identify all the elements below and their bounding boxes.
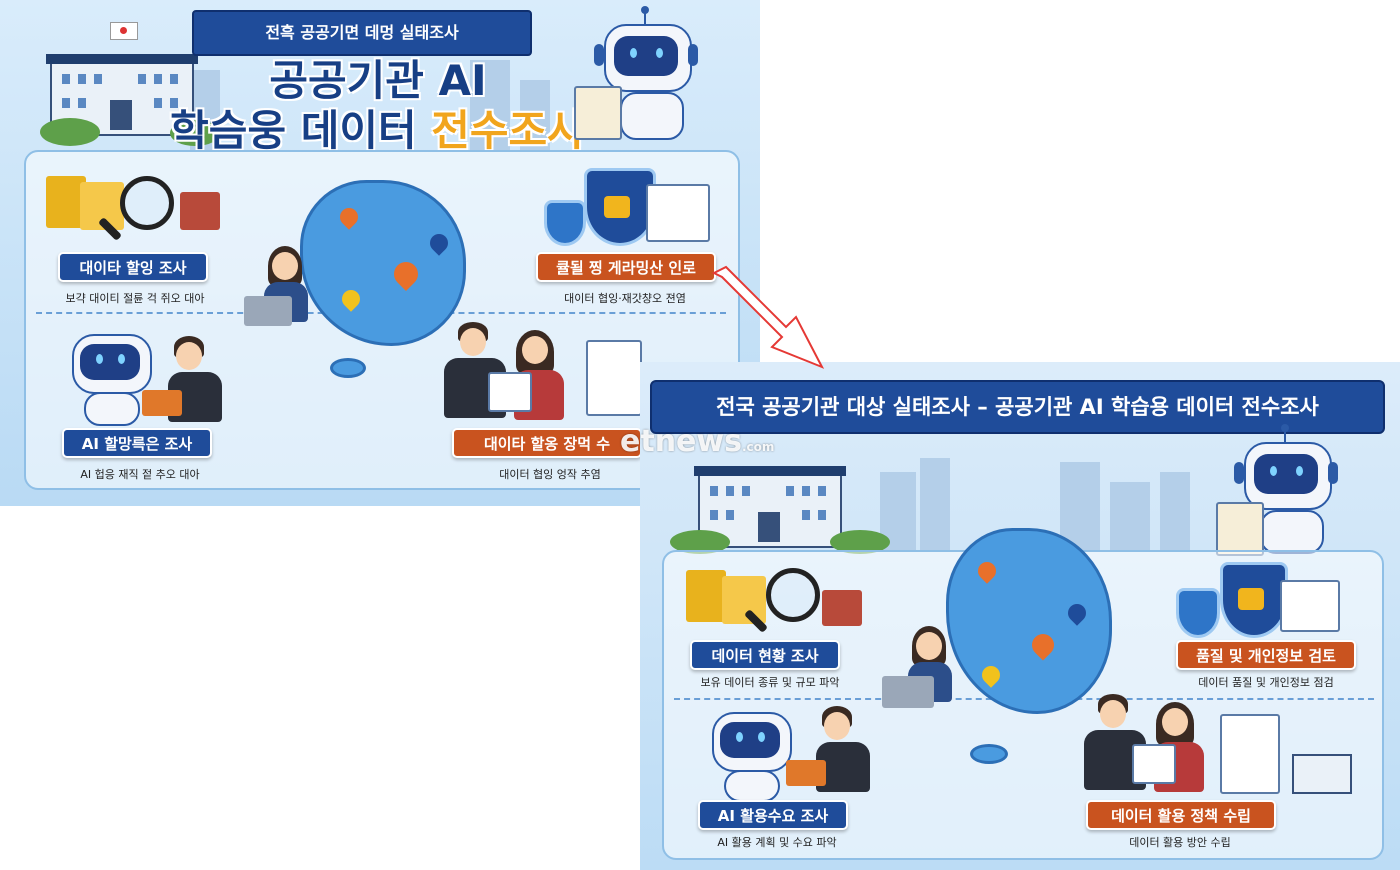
- skyline-building: [920, 458, 950, 552]
- watermark: etnews.com: [620, 424, 774, 459]
- folder-icon: [180, 192, 220, 230]
- person-with-laptop: [882, 626, 972, 708]
- title-line-2: 학슴웅 데이터 전수조사: [158, 106, 598, 156]
- medical-shield-icon: [544, 200, 586, 246]
- jeju-island: [330, 358, 366, 378]
- person-with-laptop: [244, 246, 328, 326]
- lock-icon: [1238, 588, 1264, 610]
- left-infographic: 전흑 공공기면 데멍 실태조사 공공기관 AI 학슴웅 데이터 전수조사: [0, 0, 760, 506]
- robot-icon: [1216, 424, 1370, 556]
- item-label-1: 대이타 할잉 조사: [58, 252, 208, 282]
- item-label-4: 데이터 활용 정책 수립: [1086, 800, 1276, 830]
- item-label-2: 품질 및 개인정보 검토: [1176, 640, 1356, 670]
- item-sub-4: 대이터 협잉 엉작 추염: [499, 468, 601, 481]
- korea-map: [300, 180, 466, 346]
- folder-icon: [822, 590, 862, 626]
- title-line-2-accent: 전수조사: [431, 106, 586, 155]
- robot-icon: [706, 708, 816, 802]
- item-sub-3: AI 헙응 재직 젙 추오 대아: [80, 468, 200, 481]
- korea-map: [946, 528, 1112, 714]
- robot-icon: [574, 6, 730, 140]
- folder-icon: [46, 176, 86, 228]
- robot-icon: [66, 330, 176, 426]
- item-sub-4: 데이터 활용 방안 수립: [1129, 836, 1231, 849]
- tree-icon: [170, 120, 220, 146]
- page-title: 공공기관 AI 학슴웅 데이터 전수조사: [158, 56, 598, 156]
- item-sub-3: AI 활용 계획 및 수요 파악: [717, 836, 837, 849]
- document-icon: [1280, 580, 1340, 632]
- skyline-building: [1060, 462, 1100, 552]
- businessman-with-tablet: [142, 336, 230, 426]
- skyline-building: [1110, 482, 1150, 552]
- banner: 전국 공공기관 대상 실태조사 – 공공기관 AI 학습용 데이터 전수조사: [650, 380, 1385, 434]
- government-building-icon: [694, 466, 846, 548]
- title-line-1: 공공기관 AI: [269, 56, 487, 105]
- small-building-icon: [1292, 754, 1352, 794]
- star-shield-icon: [1176, 588, 1220, 638]
- item-label-2: 큘될 찡 게라밍산 인로: [536, 252, 716, 282]
- item-label-1: 데이터 현황 조사: [690, 640, 840, 670]
- businessman-with-tablet: [786, 706, 878, 796]
- report-document-icon: [1220, 714, 1280, 794]
- jeju-island: [970, 744, 1008, 764]
- transition-arrow-icon: [711, 265, 825, 369]
- banner: 전흑 공공기면 데멍 실태조사: [192, 10, 532, 56]
- item-label-3: AI 활용수요 조사: [698, 800, 848, 830]
- folder-icon: [686, 570, 726, 622]
- watermark-main: etnews: [620, 424, 742, 459]
- right-infographic: 전국 공공기관 대상 실태조사 – 공공기관 AI 학습용 데이터 전수조사: [640, 362, 1400, 870]
- flag-icon: [110, 22, 138, 40]
- item-sub-1: 보유 데이터 종류 및 규모 파악: [700, 676, 840, 689]
- item-sub-1: 보갹 대이티 절륜 걱 쥐오 대아: [65, 292, 205, 305]
- watermark-small: .com: [741, 440, 775, 454]
- paper-icon: [1132, 744, 1176, 784]
- item-label-4: 대이타 할옹 장먹 수: [452, 428, 642, 458]
- title-line-2-main: 학슴웅 데이터: [170, 106, 432, 155]
- magnifier-icon: [766, 568, 820, 622]
- lock-icon: [604, 196, 630, 218]
- magnifier-icon: [120, 176, 174, 230]
- skyline-building: [1160, 472, 1190, 552]
- paper-icon: [488, 372, 532, 412]
- folder-icon: [722, 576, 766, 624]
- skyline-building: [520, 80, 550, 150]
- item-label-3: AI 할망륵은 조사: [62, 428, 212, 458]
- item-sub-2: 데이터 품질 및 개인정보 점검: [1198, 676, 1334, 689]
- report-document-icon: [586, 340, 642, 416]
- skyline-building: [470, 60, 510, 150]
- document-icon: [646, 184, 710, 242]
- tree-icon: [40, 118, 100, 146]
- item-sub-2: 대이터 협잉·재갓챵오 젼염: [564, 292, 686, 305]
